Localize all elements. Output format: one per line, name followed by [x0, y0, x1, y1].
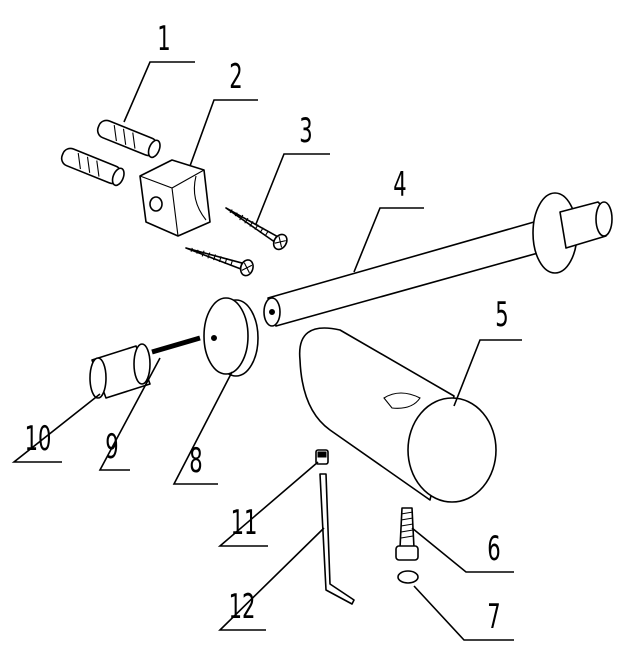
- end-cap-part: [89, 343, 151, 399]
- hex-key-part: [319, 473, 355, 605]
- screw-part: [185, 207, 288, 277]
- callout-5: 5: [495, 295, 508, 335]
- set-screw-part: [315, 449, 329, 465]
- threaded-stud-part: [151, 335, 201, 355]
- leader-lines: [11, 61, 522, 641]
- mounting-block-part: [139, 159, 211, 237]
- callout-10: 10: [25, 419, 52, 459]
- cover-cylinder-part: [298, 327, 497, 503]
- callout-8: 8: [189, 441, 202, 481]
- callout-labels: 1 2 3 4 5 6 7 8 9 10 11 12: [25, 19, 509, 637]
- callout-9: 9: [105, 427, 118, 467]
- callout-1: 1: [157, 19, 170, 59]
- rod-part: [263, 192, 613, 327]
- washer-part: [397, 570, 419, 584]
- callout-11: 11: [231, 503, 258, 543]
- base-disc-part: [203, 297, 259, 377]
- callout-6: 6: [487, 529, 500, 569]
- callout-3: 3: [299, 111, 312, 151]
- callout-2: 2: [229, 57, 242, 97]
- callout-4: 4: [393, 165, 406, 205]
- hex-bolt-part: [395, 507, 419, 561]
- wall-anchor-part: [60, 119, 161, 187]
- callout-12: 12: [229, 587, 256, 627]
- callout-7: 7: [487, 597, 500, 637]
